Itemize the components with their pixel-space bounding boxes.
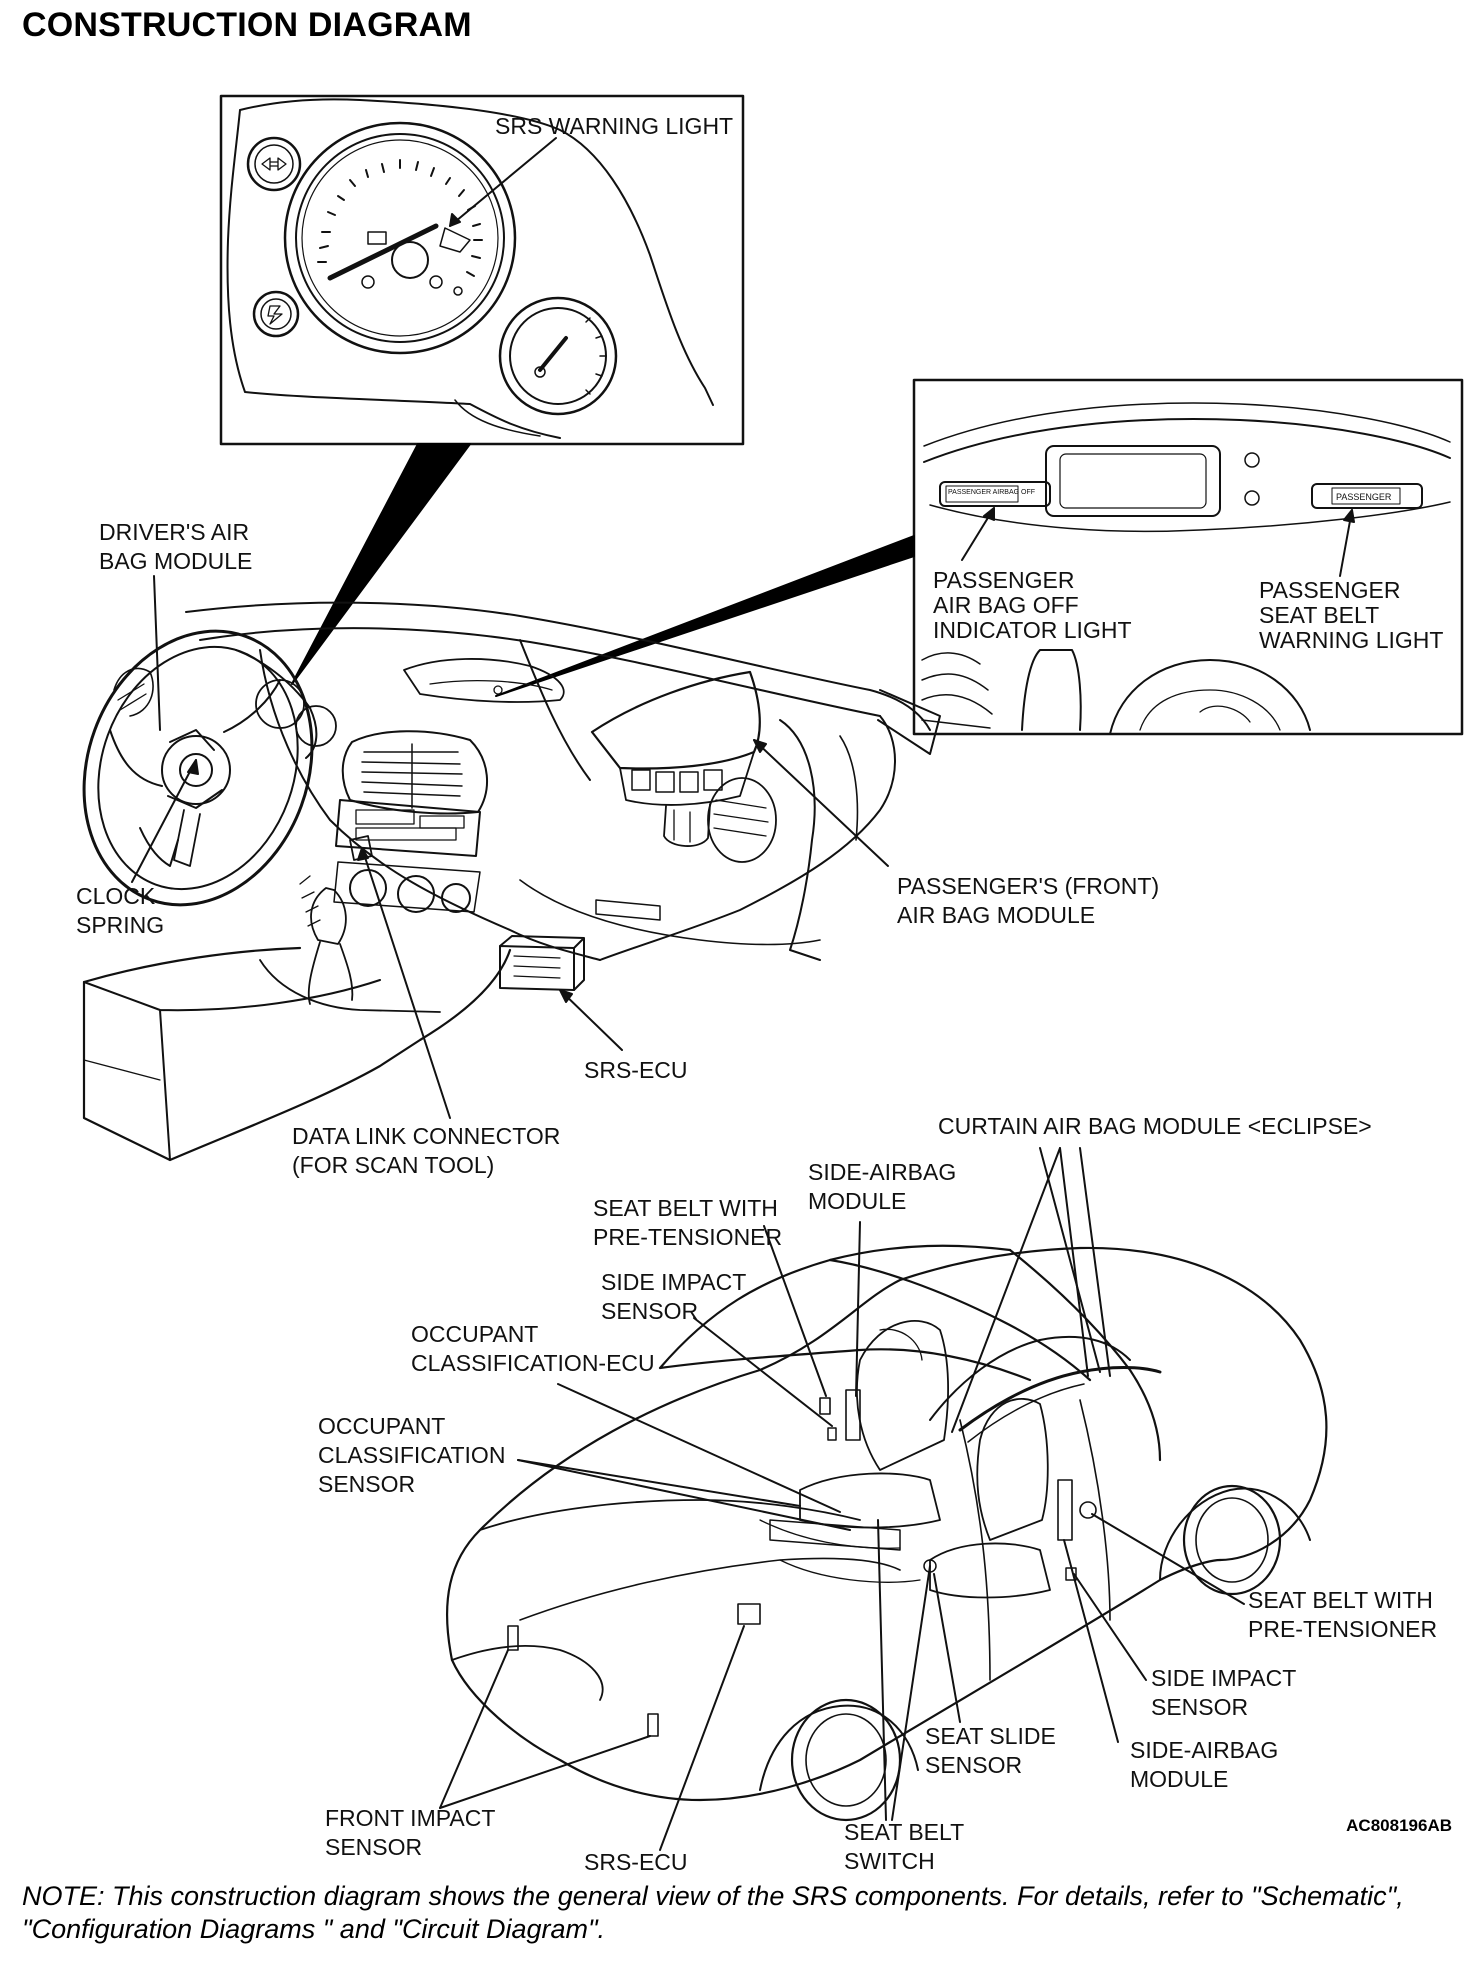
- dashboard-illustration: [47, 599, 940, 1160]
- seat-belt-pretensioner-right-label: SEAT BELT WITH PRE-TENSIONER: [1248, 1587, 1438, 1642]
- occupant-classification-sensor-label: OCCUPANT CLASSIFICATION SENSOR: [318, 1413, 506, 1497]
- fuel-gauge: [500, 298, 616, 414]
- turn-signal-indicator: [248, 138, 300, 190]
- srs-ecu-label-dash: SRS-ECU: [584, 1057, 688, 1083]
- airbag-off-indicator-label: PASSENGER AIR BAG OFF INDICATOR LIGHT: [933, 567, 1132, 643]
- console-callout-wedge: [496, 536, 914, 696]
- cluster-callout-wedge: [292, 444, 470, 684]
- page-title: CONSTRUCTION DIAGRAM: [22, 6, 472, 44]
- driver-airbag-label: DRIVER'S AIR BAG MODULE: [99, 519, 253, 574]
- occupant-classification-ecu-label: OCCUPANT CLASSIFICATION-ECU: [411, 1321, 655, 1376]
- side-impact-sensor-upper-label: SIDE IMPACT SENSOR: [601, 1269, 747, 1324]
- clock-spring-label: CLOCK SPRING: [76, 883, 165, 938]
- console-inset: PASSENGER AIRBAG OFF PASSENGER: [914, 380, 1462, 734]
- cluster-inset: [221, 96, 743, 444]
- data-link-connector-label: DATA LINK CONNECTOR (FOR SCAN TOOL): [292, 1123, 561, 1178]
- hazard-button: [254, 292, 298, 336]
- passenger-airbag-label: PASSENGER'S (FRONT) AIR BAG MODULE: [897, 873, 1160, 928]
- curtain-airbag-label: CURTAIN AIR BAG MODULE <ECLIPSE>: [938, 1113, 1372, 1139]
- side-impact-sensor-right-label: SIDE IMPACT SENSOR: [1151, 1665, 1297, 1720]
- seat-slide-sensor-label: SEAT SLIDE SENSOR: [925, 1723, 1056, 1778]
- front-impact-sensor-label: FRONT IMPACT SENSOR: [325, 1805, 496, 1860]
- figure-code: AC808196AB: [1346, 1816, 1452, 1835]
- passenger-button-text: PASSENGER: [1336, 492, 1392, 502]
- seat-belt-switch-label: SEAT BELT SWITCH: [844, 1819, 965, 1874]
- srs-warning-light-label: SRS WARNING LIGHT: [495, 113, 734, 139]
- seat-belt-pretensioner-upper-label: SEAT BELT WITH PRE-TENSIONER: [593, 1195, 783, 1250]
- side-airbag-upper-label: SIDE-AIRBAG MODULE: [808, 1159, 957, 1214]
- side-airbag-right-label: SIDE-AIRBAG MODULE: [1130, 1737, 1279, 1792]
- srs-ecu-label-car: SRS-ECU: [584, 1849, 688, 1875]
- airbag-off-button-text: PASSENGER AIRBAG OFF: [948, 489, 1035, 496]
- seat-belt-warning-label: PASSENGER SEAT BELT WARNING LIGHT: [1259, 577, 1444, 653]
- footnote: NOTE: This construction diagram shows th…: [22, 1881, 1404, 1944]
- car-leader-lines: [440, 1148, 1244, 1850]
- car-illustration: [447, 1246, 1326, 1820]
- tachometer-gauge: [285, 123, 515, 353]
- dash-leader-lines: [132, 576, 888, 1118]
